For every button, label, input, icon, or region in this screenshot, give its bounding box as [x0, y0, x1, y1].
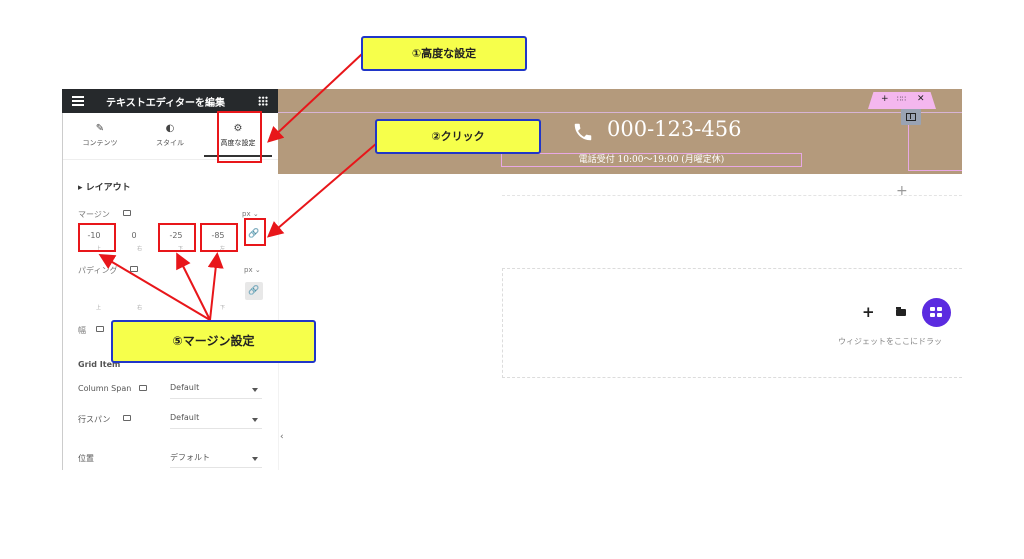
callout-step1: ①高度な設定	[361, 36, 527, 71]
tab-content-label: コンテンツ	[82, 139, 118, 147]
desktop-icon[interactable]	[123, 210, 131, 216]
padding-bottom-sublabel: 下	[220, 305, 226, 311]
margin-top-sublabel: 上	[96, 246, 102, 252]
tab-style[interactable]: ◐ スタイル	[140, 115, 200, 157]
highlight-margin-bottom	[158, 223, 196, 252]
selected-text-editor-outline[interactable]	[501, 153, 802, 167]
highlight-margin-top	[78, 223, 116, 252]
panel-header: テキストエディターを編集	[62, 89, 278, 113]
margin-right-sublabel: 右	[137, 246, 143, 252]
highlight-margin-left	[200, 223, 238, 252]
apps-grid-icon[interactable]	[258, 96, 268, 106]
highlight-advanced-tab	[217, 111, 262, 163]
editor-panel: テキストエディターを編集 ✎ コンテンツ ◐ スタイル ⚙ 高度な設定 ▸ レイ…	[62, 89, 278, 470]
tab-style-label: スタイル	[156, 139, 184, 147]
section-layout-label: レイアウト	[85, 183, 131, 193]
margin-top-input[interactable]: -10	[87, 231, 101, 240]
add-element-icon[interactable]: +	[896, 183, 908, 199]
margin-label: マージン	[78, 210, 110, 219]
callout-step5: ⑤マージン設定	[111, 320, 316, 363]
chevron-down-icon	[252, 388, 258, 392]
grid-item-title: Grid Item	[78, 360, 121, 369]
padding-label: パディング	[78, 266, 118, 275]
folder-icon[interactable]	[896, 307, 906, 316]
section-outline	[278, 112, 962, 113]
template-kit-icon[interactable]	[922, 298, 951, 327]
panel-title: テキストエディターを編集	[106, 98, 225, 109]
arrow-to-advanced-tab	[267, 53, 363, 143]
desktop-icon[interactable]	[123, 415, 131, 421]
drop-zone-text: ウィジェットをここにドラッ	[838, 337, 942, 346]
arrow-to-margin-top	[98, 253, 211, 321]
gear-icon: ⚙	[233, 123, 243, 134]
chevron-down-icon	[252, 418, 258, 422]
arrow-to-margin-bottom	[176, 252, 211, 321]
margin-right-input[interactable]: 0	[131, 231, 137, 240]
add-section-icon[interactable]: +	[881, 94, 889, 104]
chevron-down-icon	[252, 457, 258, 461]
padding-top-sublabel: 上	[96, 305, 102, 311]
column-outline	[908, 125, 962, 171]
padding-unit-select[interactable]: px ⌄	[244, 266, 261, 274]
margin-left-sublabel: 左	[220, 246, 226, 252]
highlight-link-button	[244, 218, 266, 246]
hamburger-menu-icon[interactable]	[72, 96, 84, 106]
position-select[interactable]: デフォルト	[170, 452, 262, 468]
empty-section-outline	[502, 195, 962, 255]
row-span-select[interactable]: Default	[170, 413, 262, 429]
divider	[62, 113, 63, 470]
arrow-to-margin-left	[207, 252, 224, 321]
padding-unit: px	[244, 266, 253, 274]
row-span-label: 行スパン	[78, 415, 111, 424]
margin-unit-select[interactable]: px ⌄	[242, 210, 259, 218]
section-layout-title[interactable]: ▸ レイアウト	[78, 183, 131, 193]
business-hours-text: 電話受付 10:00～19:00 (月曜定休)	[578, 155, 725, 165]
desktop-icon[interactable]	[139, 385, 147, 391]
arrow-to-link-button	[266, 142, 378, 238]
pencil-icon: ✎	[95, 123, 105, 134]
drag-handle-icon[interactable]: ∷∷	[897, 95, 906, 103]
margin-bottom-input[interactable]: -25	[169, 231, 183, 240]
divider	[62, 159, 278, 160]
position-label: 位置	[78, 454, 94, 463]
desktop-icon[interactable]	[130, 266, 138, 272]
phone-icon	[574, 123, 592, 141]
column-span-select[interactable]: Default	[170, 383, 262, 399]
half-circle-icon: ◐	[165, 123, 175, 134]
margin-unit: px	[242, 210, 251, 218]
column-span-value: Default	[170, 383, 200, 392]
width-label: 幅	[78, 326, 86, 335]
section-controls: + ∷∷ ✕	[868, 92, 936, 109]
add-widget-icon[interactable]: +	[862, 303, 875, 321]
margin-bottom-sublabel: 下	[178, 246, 184, 252]
padding-link-button[interactable]: 🔗	[245, 282, 263, 300]
phone-number: 000-123-456	[607, 117, 742, 141]
column-span-label: Column Span	[78, 384, 132, 393]
drop-zone[interactable]	[502, 268, 962, 378]
collapse-panel-icon[interactable]: ‹	[280, 432, 284, 442]
padding-right-sublabel: 右	[137, 305, 143, 311]
column-layout-icon[interactable]	[901, 109, 921, 125]
position-value: デフォルト	[170, 453, 210, 462]
margin-left-input[interactable]: -85	[211, 231, 225, 240]
margin-link-button[interactable]: 🔗	[245, 225, 263, 243]
row-span-value: Default	[170, 413, 200, 422]
close-icon[interactable]: ✕	[917, 94, 925, 104]
tab-advanced-label: 高度な設定	[220, 139, 256, 147]
tab-advanced[interactable]: ⚙ 高度な設定	[204, 115, 272, 157]
callout-step2: ②クリック	[375, 119, 541, 154]
tab-content[interactable]: ✎ コンテンツ	[70, 115, 130, 157]
desktop-icon[interactable]	[96, 326, 104, 332]
